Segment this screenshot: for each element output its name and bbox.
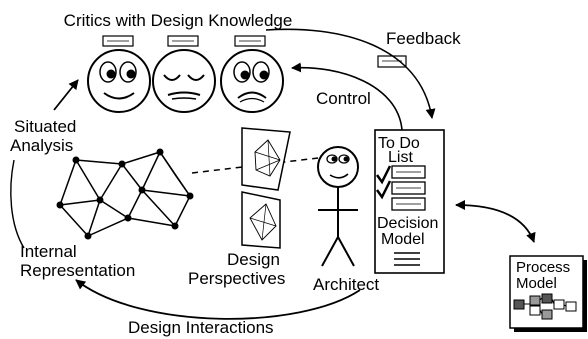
process-model-label-line2: Model bbox=[516, 275, 557, 292]
control-arrow bbox=[291, 62, 403, 131]
design-perspective-panel-1 bbox=[241, 127, 291, 191]
process-model-label-line1: Process bbox=[516, 259, 570, 276]
design-perspectives-label-line1: Design bbox=[227, 250, 280, 269]
feedback-label: Feedback bbox=[386, 29, 461, 48]
decision-label-line2: Model bbox=[381, 231, 425, 248]
decision-model-lines bbox=[394, 252, 420, 266]
situated-analysis-label-line1: Situated bbox=[14, 117, 76, 136]
situated-analysis-label-line2: Analysis bbox=[10, 136, 73, 155]
process-model-diagram-icon bbox=[513, 293, 577, 320]
feedback-arrow bbox=[265, 28, 436, 119]
internal-representation-label-line2: Representation bbox=[20, 261, 135, 280]
internal-representation-label-line1: Internal bbox=[20, 242, 77, 261]
design-perspective-panel-2 bbox=[241, 191, 281, 249]
design-interactions-label: Design Interactions bbox=[128, 318, 274, 337]
critic-note-3 bbox=[234, 35, 266, 47]
architect-stick-figure-icon bbox=[317, 146, 359, 267]
todo-items bbox=[391, 165, 426, 211]
checkmark-icon bbox=[375, 165, 392, 200]
decision-label-line1: Decision bbox=[377, 215, 438, 232]
critic-sad-face-icon bbox=[220, 49, 284, 113]
architect-label: Architect bbox=[313, 275, 379, 294]
todo-label-line1: To Do bbox=[378, 135, 420, 152]
control-label: Control bbox=[316, 89, 371, 108]
critic-neutral-face-icon bbox=[152, 49, 216, 113]
critic-note-2 bbox=[167, 35, 199, 47]
design-interactions-arrow bbox=[75, 279, 361, 320]
design-perspectives-label-line2: Perspectives bbox=[188, 269, 285, 288]
feedback-note bbox=[377, 55, 407, 68]
todo-label-line2: List bbox=[388, 149, 413, 166]
situated-analysis-arrow bbox=[53, 79, 79, 111]
network-nodes bbox=[56, 148, 194, 240]
critic-note-1 bbox=[102, 35, 134, 47]
critics-title: Critics with Design Knowledge bbox=[64, 11, 293, 30]
process-model-link-arrow bbox=[455, 200, 536, 243]
left-connector-curve bbox=[10, 159, 25, 249]
critic-happy-face-icon bbox=[87, 49, 151, 113]
internal-representation-network bbox=[59, 151, 191, 237]
